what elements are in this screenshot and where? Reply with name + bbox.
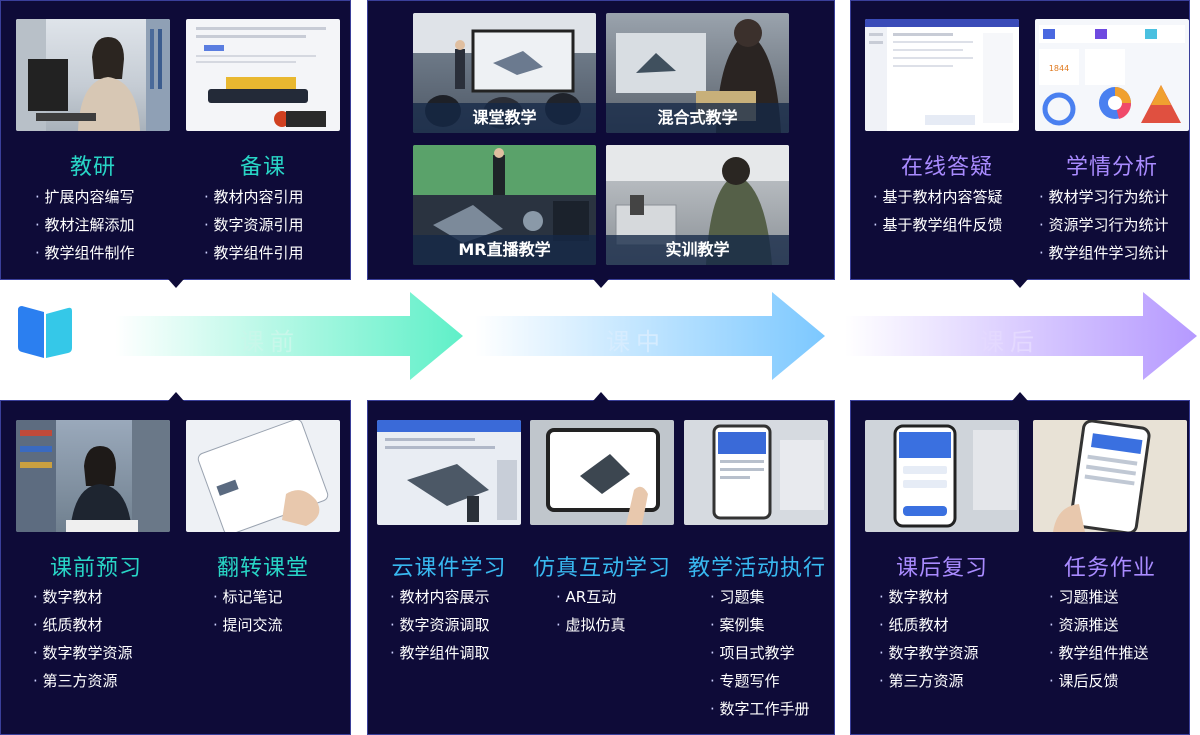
- book-logo-icon: [16, 304, 76, 360]
- list-learning-analytics: 教材学习行为统计 资源学习行为统计 教学组件学习统计: [1039, 183, 1169, 267]
- photo-mr-live-teaching: MR直播教学: [413, 145, 596, 265]
- list-item: 标记笔记: [213, 583, 283, 611]
- list-item: 课后反馈: [1049, 667, 1149, 695]
- list-item: 第三方资源: [33, 667, 133, 695]
- list-item: 数字教学资源: [879, 639, 979, 667]
- list-item: 提问交流: [213, 611, 283, 639]
- heading-learning-analytics: 学情分析: [1065, 155, 1158, 180]
- list-item: AR互动: [556, 583, 626, 611]
- list-homework: 习题推送 资源推送 教学组件推送 课后反馈: [1049, 583, 1149, 695]
- photo-blended-teaching: 混合式教学: [606, 13, 789, 133]
- list-item: 虚拟仿真: [556, 611, 626, 639]
- heading-cloud-courseware: 云课件学习: [391, 556, 507, 581]
- panel-during-class-modes: 课堂教学 混合式教学 MR直播教学 实训教: [367, 0, 835, 288]
- list-activity-execution: 习题集 案例集 项目式教学 专题写作 数字工作手册: [710, 583, 810, 723]
- list-item: 数字资源引用: [204, 211, 304, 239]
- stage-label-during: 课中: [606, 328, 666, 356]
- list-research: 扩展内容编写 教材注解添加 教学组件制作: [35, 183, 135, 267]
- list-item: 教材内容引用: [204, 183, 304, 211]
- heading-simulation-learning: 仿真互动学习: [532, 556, 671, 581]
- list-item: 资源学习行为统计: [1039, 211, 1169, 239]
- photo-tablet-notes: [186, 420, 340, 532]
- panel-before-class-prep: 教研 扩展内容编写 教材注解添加 教学组件制作 备课 教材内容引用 数字资源引用…: [0, 0, 351, 288]
- photo-cloud-courseware: [377, 420, 521, 525]
- heading-homework: 任务作业: [1063, 556, 1156, 581]
- heading-activity-execution: 教学活动执行: [687, 556, 826, 581]
- list-item: 习题集: [710, 583, 810, 611]
- list-lesson-prep: 教材内容引用 数字资源引用 教学组件引用: [204, 183, 304, 267]
- photo-label: MR直播教学: [413, 235, 596, 265]
- panel-after-class-review: 课后复习 数字教材 纸质教材 数字教学资源 第三方资源 任务作业 习题推送 资源…: [850, 392, 1190, 735]
- list-item: 数字教材: [879, 583, 979, 611]
- panel-before-class-study: 课前预习 数字教材 纸质教材 数字教学资源 第三方资源 翻转课堂 标记笔记 提问…: [0, 392, 351, 735]
- heading-review: 课后复习: [895, 556, 988, 581]
- photo-phone-homework: [1033, 420, 1187, 532]
- stage-label-before: 课前: [240, 328, 300, 356]
- heading-preview: 课前预习: [49, 556, 142, 581]
- list-item: 数字工作手册: [710, 695, 810, 723]
- heading-flipped-classroom: 翻转课堂: [216, 556, 309, 581]
- stage-label-after: 课后: [980, 328, 1040, 356]
- list-item: 基于教材内容答疑: [873, 183, 1003, 211]
- list-item: 教学组件引用: [204, 239, 304, 267]
- photo-classroom-teaching: 课堂教学: [413, 13, 596, 133]
- heading-online-qa: 在线答疑: [900, 155, 993, 180]
- heading-lesson-prep: 备课: [239, 155, 286, 180]
- list-item: 项目式教学: [710, 639, 810, 667]
- list-item: 案例集: [710, 611, 810, 639]
- list-item: 专题写作: [710, 667, 810, 695]
- list-item: 教学组件制作: [35, 239, 135, 267]
- list-item: 数字资源调取: [390, 611, 490, 639]
- list-flipped-classroom: 标记笔记 提问交流: [213, 583, 283, 639]
- list-item: 教材学习行为统计: [1039, 183, 1169, 211]
- list-simulation-learning: AR互动 虚拟仿真: [556, 583, 626, 639]
- list-preview: 数字教材 纸质教材 数字教学资源 第三方资源: [33, 583, 133, 695]
- photo-label: 课堂教学: [413, 103, 596, 133]
- list-item: 教材内容展示: [390, 583, 490, 611]
- list-item: 纸质教材: [879, 611, 979, 639]
- list-cloud-courseware: 教材内容展示 数字资源调取 教学组件调取: [390, 583, 490, 667]
- list-item: 教学组件推送: [1049, 639, 1149, 667]
- list-item: 第三方资源: [879, 667, 979, 695]
- flow-arrow-before: [115, 292, 463, 380]
- photo-analytics-dashboard: 1844: [1035, 19, 1189, 131]
- photo-ar-interaction: [530, 420, 674, 525]
- panel-after-class-support: 1844 在线答疑 基于教材内容答疑 基于教学组件反馈 学情分析 教材学习行为统…: [850, 0, 1190, 288]
- list-item: 教材注解添加: [35, 211, 135, 239]
- photo-label: 混合式教学: [606, 103, 789, 133]
- list-item: 教学组件学习统计: [1039, 239, 1169, 267]
- heading-research: 教研: [69, 155, 116, 180]
- list-review: 数字教材 纸质教材 数字教学资源 第三方资源: [879, 583, 979, 695]
- list-online-qa: 基于教材内容答疑 基于教学组件反馈: [873, 183, 1003, 239]
- photo-mobile-activity: [684, 420, 828, 525]
- list-item: 教学组件调取: [390, 639, 490, 667]
- photo-student-library: [16, 420, 170, 532]
- panel-during-class-learning: 云课件学习 教材内容展示 数字资源调取 教学组件调取 仿真互动学习 AR互动 虚…: [367, 392, 835, 735]
- photo-phone-review: [865, 420, 1019, 532]
- list-item: 数字教学资源: [33, 639, 133, 667]
- photo-practical-training: 实训教学: [606, 145, 789, 265]
- list-item: 数字教材: [33, 583, 133, 611]
- photo-label: 实训教学: [606, 235, 789, 265]
- svg-text:1844: 1844: [1049, 64, 1069, 73]
- flow-arrow-during: [475, 292, 825, 380]
- list-item: 纸质教材: [33, 611, 133, 639]
- list-item: 扩展内容编写: [35, 183, 135, 211]
- photo-textbook-editor: [186, 19, 340, 131]
- photo-teacher-at-computer: [16, 19, 170, 131]
- photo-qa-screenshot: [865, 19, 1019, 131]
- list-item: 基于教学组件反馈: [873, 211, 1003, 239]
- list-item: 习题推送: [1049, 583, 1149, 611]
- flow-arrow-after: [845, 292, 1197, 380]
- list-item: 资源推送: [1049, 611, 1149, 639]
